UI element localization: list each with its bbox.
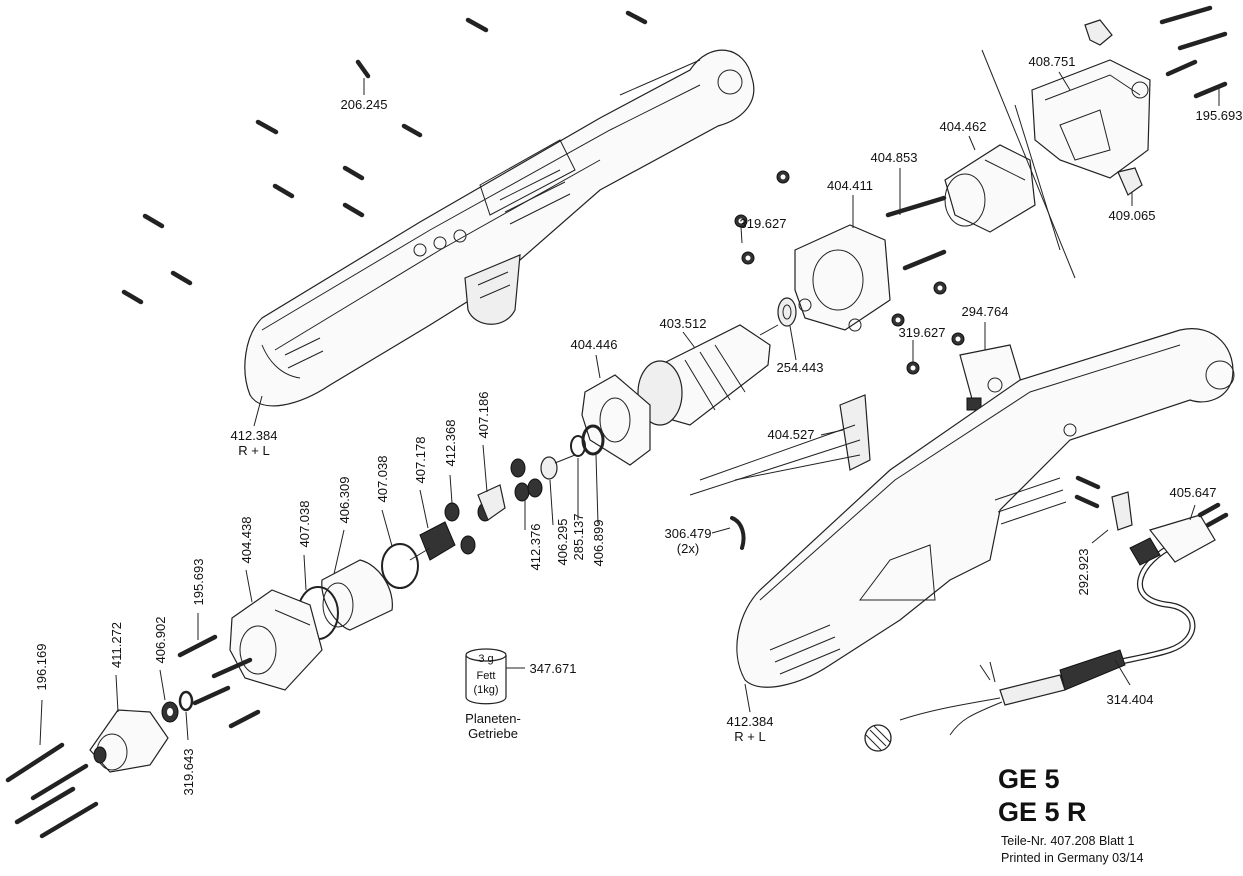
label-285137: 285.137 [571,514,586,561]
label-406899: 406.899 [591,520,606,567]
label-408751: 408.751 [1029,54,1076,69]
shaft-406295 [540,454,576,480]
label-412376: 412.376 [528,524,543,571]
label-347671: 347.671 [530,661,577,676]
label-407038-a: 407.038 [375,456,390,503]
label-404853: 404.853 [871,150,918,165]
housing-screws [121,10,648,305]
screws-196169 [5,742,99,839]
label-406902: 406.902 [153,617,168,664]
label-407178: 407.178 [413,437,428,484]
label-412384-upper-sub: R + L [238,443,269,458]
label-206245: 206.245 [341,97,388,112]
nut-406902 [161,701,179,723]
label-404446: 404.446 [571,337,618,352]
label-196169: 196.169 [34,644,49,691]
label-292923: 292.923 [1076,549,1091,596]
bearing-254443 [777,297,797,327]
label-294764: 294.764 [962,304,1009,319]
planet-carrier-407186 [477,484,506,521]
label-412384-lower: 412.384 [727,714,774,729]
spindle-flange-411272 [89,709,169,773]
label-319643: 319.643 [181,749,196,796]
printed-note: Printed in Germany 03/14 [1001,851,1144,865]
label-407186: 407.186 [476,392,491,439]
grease-caption-1: Planeten- [465,711,521,726]
ground-symbol-icon [864,724,892,752]
label-412368: 412.368 [443,420,458,467]
gears-412376 [510,458,543,502]
screws-404853 [885,195,947,271]
screws-195693b [177,634,261,729]
plug-405647 [1129,502,1229,566]
label-306479: 306.479 [665,526,712,541]
grease-jar: 3 g Fett (1kg) Planeten- Getriebe [465,648,525,741]
label-411272: 411.272 [109,622,124,668]
label-254443: 254.443 [777,360,824,375]
label-406295: 406.295 [555,519,570,566]
housing-half-lower [736,328,1235,688]
o-ring-407038a [381,543,419,589]
power-cable-314404 [899,542,1196,736]
label-404438: 404.438 [239,517,254,564]
label-412384-lower-sub: R + L [734,729,765,744]
label-319627-b: 319.627 [899,325,946,340]
grease-amount: 3 g [478,653,493,665]
screws-292923 [1074,475,1133,531]
sun-gear-407178 [409,521,456,561]
motor-housing-408751 [1031,59,1151,179]
label-319627-a: 319.627 [740,216,787,231]
washer-319643 [178,690,194,712]
switch-rod-404527 [689,394,871,496]
stator-404462 [944,49,1076,279]
model-title-ge5: GE 5 [998,764,1060,794]
label-406309: 406.309 [337,477,352,524]
label-404527: 404.527 [768,427,815,442]
brush-holder-409065 [1117,167,1143,196]
label-407038-b: 407.038 [297,501,312,548]
housing-half-upper [244,49,755,407]
brush-holder-top [1084,19,1113,46]
fan-housing-404411 [794,224,891,332]
ring-gear-406309 [321,559,393,631]
grease-qty: (1kg) [473,684,498,696]
gear-housing-404438 [229,589,323,691]
label-405647: 405.647 [1170,485,1217,500]
washer-406899 [581,424,605,456]
grease-caption-2: Getriebe [468,726,518,741]
armature-403512 [637,324,779,426]
wire-306479 [730,516,746,550]
model-title-ge5r: GE 5 R [998,797,1087,827]
screws-195693 [1159,5,1228,99]
leader-lines [39,71,1220,746]
label-404462: 404.462 [940,119,987,134]
grease-name: Fett [477,670,496,682]
nuts-319627 [734,170,965,375]
label-404411: 404.411 [827,178,873,193]
gear-flange-404446 [581,374,651,466]
label-306479-sub: (2x) [677,541,699,556]
label-409065: 409.065 [1109,208,1156,223]
label-195693-top: 195.693 [1196,108,1243,123]
part-labels: 206.245 412.384 R + L 412.384 R + L 408.… [34,54,1243,796]
label-403512: 403.512 [660,316,707,331]
label-314404: 314.404 [1107,692,1154,707]
label-195693-bottom: 195.693 [191,559,206,606]
part-number-sheet: Teile-Nr. 407.208 Blatt 1 [1001,834,1135,848]
label-412384-upper: 412.384 [231,428,278,443]
